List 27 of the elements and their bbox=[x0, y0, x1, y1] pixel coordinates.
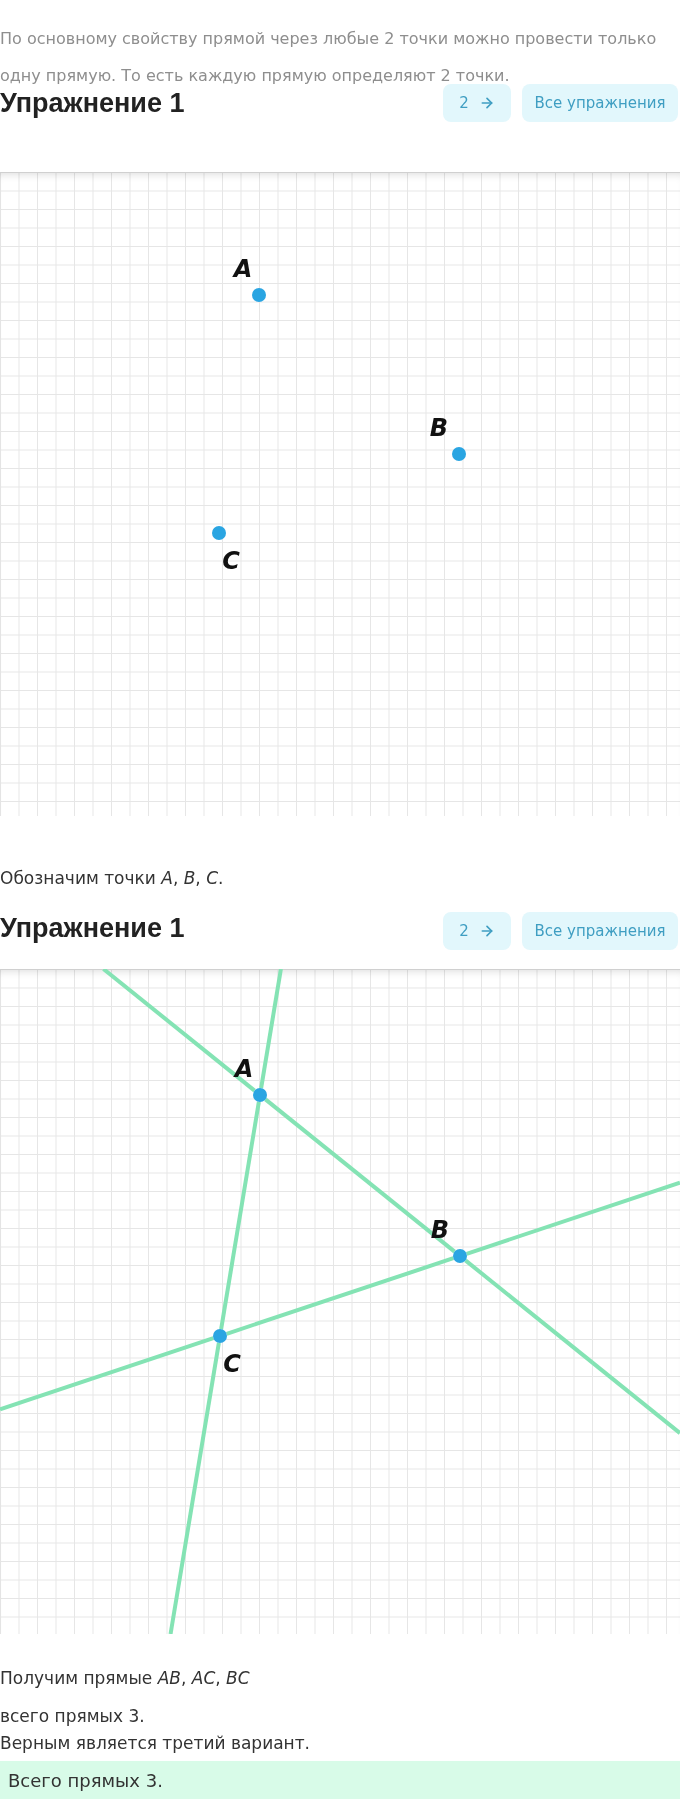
exercise-heading: Упражнение 1 bbox=[0, 88, 185, 119]
point-label: B bbox=[429, 416, 449, 440]
next-button: 2 bbox=[443, 912, 511, 950]
solution-text: Верным является третий вариант. bbox=[0, 1732, 312, 1755]
point-label: C bbox=[223, 1352, 241, 1376]
answer-banner: Всего прямых 3. bbox=[0, 1761, 680, 1799]
point-label: A bbox=[234, 1057, 254, 1081]
point-dot bbox=[212, 526, 226, 540]
intro-text: По основному свойству прямой через любые 2 точки можно провести только одну прямую. То есть каждую прямую определяют 2 точки. bbox=[0, 28, 658, 87]
next-button: 2 bbox=[443, 84, 511, 122]
point-dot bbox=[213, 1329, 227, 1343]
point-label: A bbox=[233, 257, 253, 281]
solution-text: Обозначим точки A, B, C. bbox=[0, 867, 225, 890]
straight-line bbox=[264, 1097, 456, 1254]
straight-line bbox=[219, 1101, 261, 1330]
point-dot bbox=[452, 447, 466, 461]
point-dot bbox=[252, 288, 266, 302]
exercise-heading: Упражнение 1 bbox=[0, 913, 185, 944]
solution-text: всего прямых 3. bbox=[0, 1705, 146, 1728]
point-label: B bbox=[430, 1218, 450, 1242]
all-exercises-button: Все упражнения bbox=[522, 912, 678, 950]
straight-line bbox=[226, 1256, 454, 1336]
point-dot bbox=[253, 1088, 267, 1102]
point-dot bbox=[453, 1249, 467, 1263]
point-label: C bbox=[222, 549, 240, 573]
all-exercises-button: Все упражнения bbox=[522, 84, 678, 122]
solution-text: Получим прямые AB, AC, BC bbox=[0, 1667, 251, 1690]
